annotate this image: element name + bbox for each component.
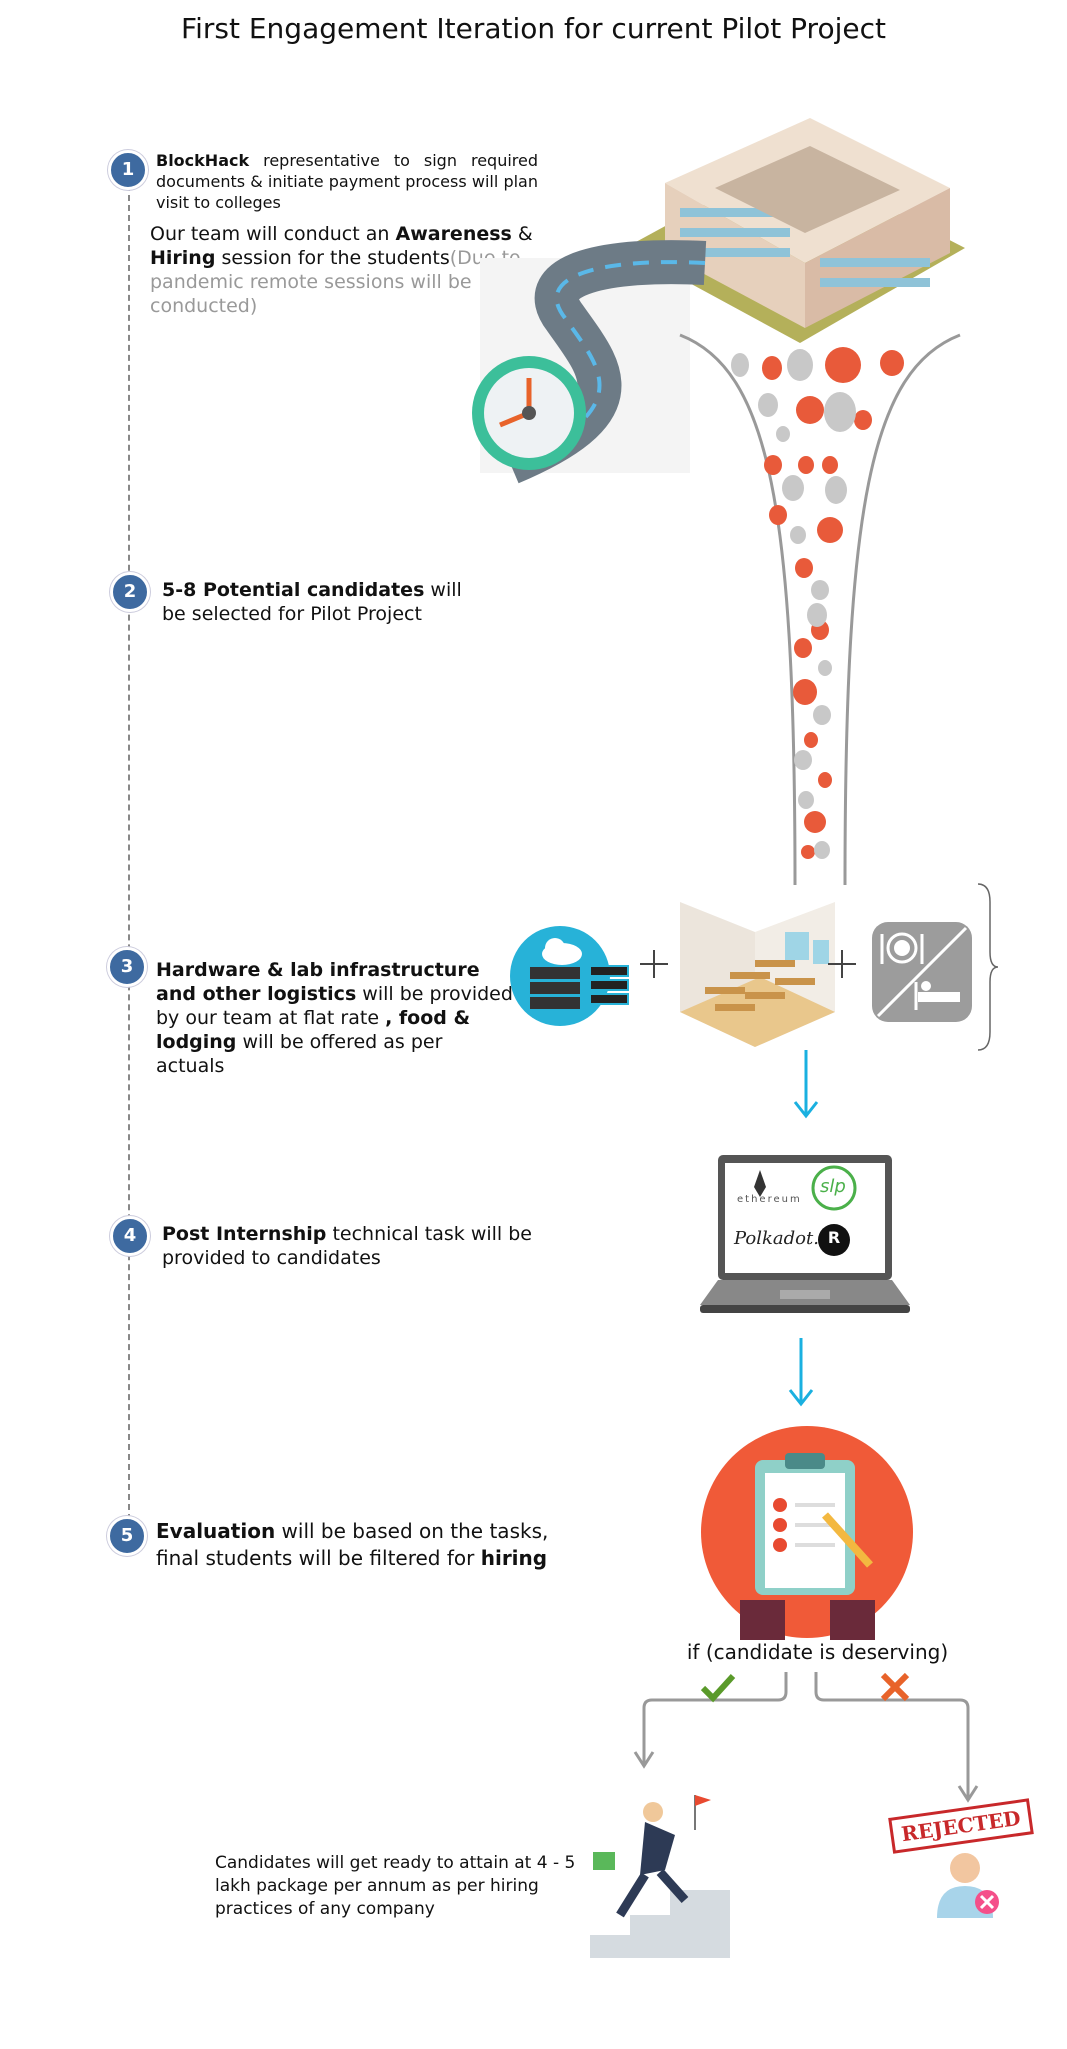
step-4-bold: Post Internship <box>162 1223 327 1245</box>
step-5-bold1: Evaluation <box>156 1519 276 1543</box>
food-lodging-icon <box>872 922 972 1022</box>
slp-logo: slp <box>820 1176 846 1197</box>
clock-icon <box>472 356 586 470</box>
lab-room-illustration <box>680 902 835 1047</box>
evaluation-clipboard-icon <box>701 1426 913 1640</box>
page-title: First Engagement Iteration for current P… <box>181 12 886 45</box>
right-brace <box>977 883 999 1051</box>
step-4-rest: technical task will be provided to candi… <box>162 1223 533 1269</box>
step-1-b-bold2: Hiring <box>150 247 216 269</box>
step-1-b-pre: Our team will conduct an <box>150 223 396 245</box>
step-5-text: Evaluation will be based on the tasks, f… <box>156 1518 576 1572</box>
step-1-text-a: BlockHack representative to sign require… <box>156 150 538 213</box>
step-1-b-bold1: Awareness <box>395 223 512 245</box>
step-5-badge: 5 <box>107 1516 147 1556</box>
step-3-bold2: , food & lodging <box>156 1007 471 1053</box>
arrow-down-2 <box>788 1338 814 1407</box>
step-3-badge: 3 <box>107 947 147 987</box>
step-1-a-bold: BlockHack <box>156 151 250 170</box>
step-3-text: Hardware & lab infrastructure and other … <box>156 958 516 1078</box>
plus-icon-2 <box>828 950 856 978</box>
step-2-text: 5-8 Potential candidates will be selecte… <box>162 578 472 626</box>
step-3-post: will be offered as per actuals <box>156 1031 443 1077</box>
step-2-bold: 5-8 Potential candidates <box>162 579 425 601</box>
plus-icon <box>640 950 668 978</box>
rejected-person-icon <box>937 1853 999 1918</box>
arrow-down-1 <box>793 1050 819 1119</box>
step-1-b-mid: & <box>511 223 533 245</box>
step-5-bold2: hiring <box>480 1546 548 1570</box>
step-2-rest: will be selected for Pilot Project <box>162 579 462 625</box>
step-3-mid: will be provided by our team at flat rat… <box>156 983 513 1029</box>
step-1-a-rest: representative to sign required document… <box>156 151 538 212</box>
step-4-badge: 4 <box>110 1216 150 1256</box>
outcome-text: Candidates will get ready to attain at 4… <box>215 1853 576 1919</box>
ethereum-logo: ethereum <box>737 1194 802 1205</box>
cross-icon <box>880 1672 910 1702</box>
step-2-badge: 2 <box>110 572 150 612</box>
step-1-b-post: session for the students <box>215 247 450 269</box>
step-5-mid: will be based on the tasks, final studen… <box>156 1519 549 1570</box>
career-climb-illustration <box>590 1795 730 1958</box>
laptop-illustration <box>700 1155 910 1313</box>
funnel-illustration <box>679 333 961 886</box>
rust-logo: R <box>827 1228 841 1247</box>
check-icon <box>700 1673 736 1703</box>
cloud-server-icon <box>510 926 629 1026</box>
step-1-badge: 1 <box>108 150 148 190</box>
decision-label: if (candidate is deserving) <box>686 1640 949 1664</box>
timeline-line <box>128 185 130 1520</box>
campus-building-illustration <box>625 118 965 343</box>
polkadot-logo: Polkadot. <box>734 1228 819 1249</box>
step-3-bold1: Hardware & lab infrastructure and other … <box>156 959 480 1005</box>
step-4-text: Post Internship technical task will be p… <box>162 1222 562 1270</box>
